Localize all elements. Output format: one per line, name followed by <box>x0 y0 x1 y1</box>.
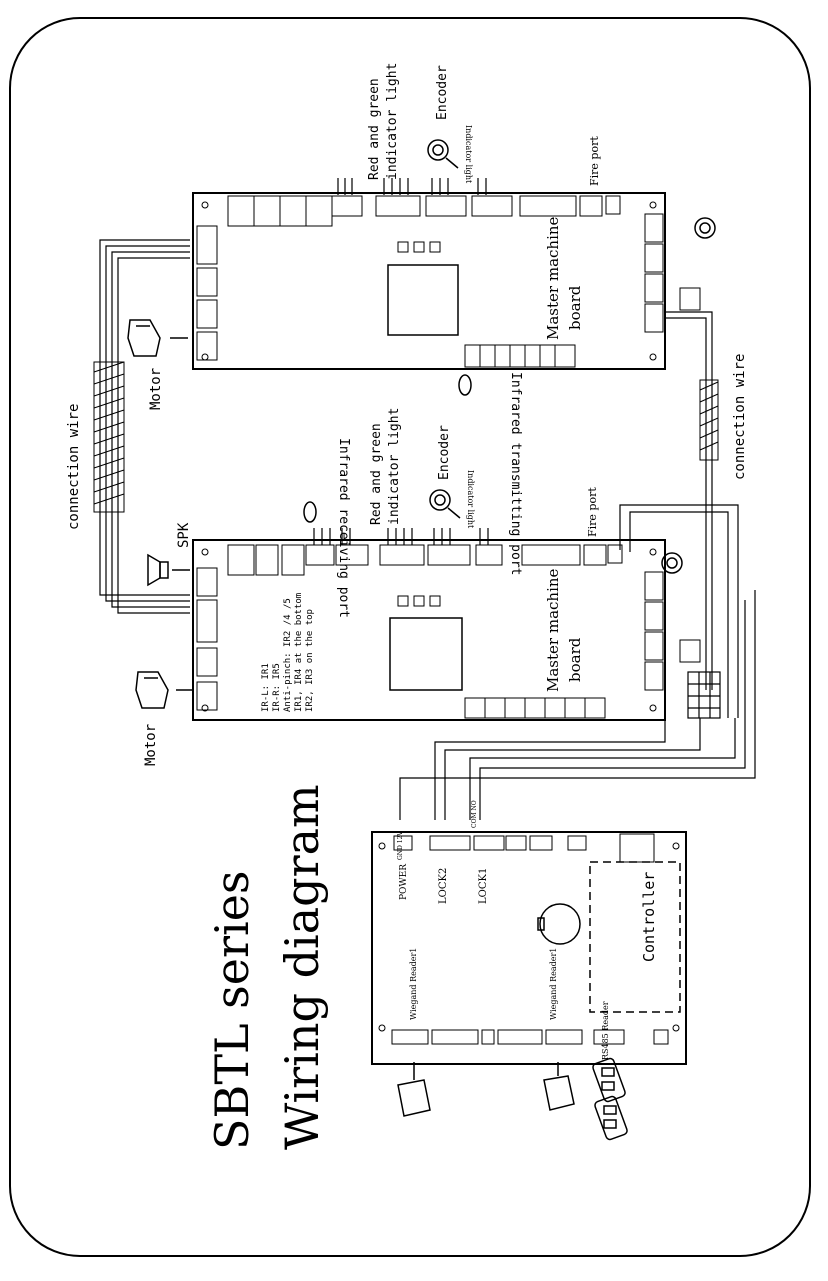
controller-bottom-connectors <box>391 1029 669 1045</box>
controller-power-label: POWER <box>399 864 409 900</box>
page-frame <box>9 17 811 1257</box>
title: SBTL series <box>205 870 259 1150</box>
upper-top-connectors <box>227 195 621 227</box>
upper-fire-port-label: Fire port <box>588 136 601 186</box>
mount-hole <box>672 1024 680 1032</box>
lower-master-board: Master machine board IR-L: IR1 IR-R: IR5… <box>192 539 666 721</box>
mount-hole <box>649 201 657 209</box>
wiegand-reader-1-icon <box>397 1062 431 1117</box>
lower-ir-receiver-icon <box>303 501 317 523</box>
controller-top-connectors <box>393 833 655 863</box>
lower-note-1: IR-L: IR1 <box>261 663 271 712</box>
upper-board-outline <box>192 192 666 370</box>
lower-capacitor-board <box>679 639 701 663</box>
upper-encoder-label: Encoder <box>435 65 450 120</box>
speaker-icon <box>147 553 190 587</box>
lower-red-green-1: Red and green <box>369 423 384 525</box>
rs485-reader-icon-2 <box>594 1095 628 1141</box>
lower-motor-label: Motor <box>143 724 159 766</box>
upper-capacitor-board <box>679 287 701 311</box>
upper-electromagnetic-icon <box>694 217 716 239</box>
upper-motor-icon <box>127 319 188 357</box>
upper-board-label-1: Master machine <box>544 216 562 340</box>
lower-board-outline <box>192 539 666 721</box>
title-line2: Wiring diagram <box>275 784 329 1150</box>
lower-board-label-2: board <box>566 637 584 682</box>
upper-red-green-1: Red and green <box>367 78 382 180</box>
mount-hole <box>378 1024 386 1032</box>
lower-right-connectors <box>644 571 664 691</box>
lower-top-connectors <box>227 544 623 576</box>
controller-board: Controller POWER LOCK2 LOCK1 Wiegand Rea… <box>371 800 687 1065</box>
controller-lock-pins: COM NO <box>471 800 478 828</box>
battery-icon <box>537 903 581 945</box>
controller-wires <box>399 504 756 820</box>
upper-board-label-2: board <box>566 285 584 330</box>
lower-fire-port-label: Fire port <box>586 487 599 537</box>
controller-wiegand2-label: Wiegand Reader1 <box>549 948 558 1020</box>
upper-red-green-2: indicator light <box>385 63 400 180</box>
lower-board-label-1: Master machine <box>544 568 562 692</box>
upper-infrared-transmitting: Infrared transmitting port <box>508 372 523 576</box>
upper-right-connectors <box>644 213 664 333</box>
controller-wiegand1-label: Wiegand Reader1 <box>409 948 418 1020</box>
mount-hole <box>649 548 657 556</box>
lower-left-connectors <box>196 567 218 711</box>
upper-encoder-icon <box>427 139 459 169</box>
upper-led-row <box>397 241 441 253</box>
controller-lock1-label: LOCK1 <box>478 868 489 904</box>
lower-note-4: IR1, IR4 at the bottom <box>294 593 304 712</box>
upper-left-connectors <box>196 225 218 361</box>
connection-wire-left-label: connection wire <box>66 404 82 530</box>
upper-motor-label: Motor <box>148 368 164 410</box>
mount-hole <box>201 353 209 361</box>
mount-hole <box>201 548 209 556</box>
controller-dashed-box <box>589 861 681 1013</box>
title-line1: SBTL series <box>205 870 259 1150</box>
upper-ir-emitter-icon <box>458 374 472 396</box>
controller-power-pins: GND 12V <box>397 831 404 860</box>
lower-connector-arrows <box>313 528 489 545</box>
controller-rs485-label: RS485 Reader <box>601 1001 610 1060</box>
lower-bottom-connectors <box>464 697 606 719</box>
upper-chip <box>387 264 459 336</box>
upper-connector-arrows <box>337 178 487 195</box>
right-wire-hatch <box>699 379 719 461</box>
lower-led-row <box>397 595 441 607</box>
lower-chip <box>389 617 463 691</box>
lower-encoder-label: Encoder <box>437 425 452 480</box>
connection-wire-right-label: connection wire <box>732 354 748 480</box>
lower-red-green-2: indicator light <box>387 408 402 525</box>
left-connection-wire <box>99 239 190 614</box>
mount-hole <box>649 353 657 361</box>
right-connection-wire <box>665 311 713 690</box>
lower-indicator-light-label: Indicator light <box>466 470 475 529</box>
controller-outline <box>371 831 687 1065</box>
lower-encoder-icon <box>429 489 461 519</box>
controller-label: Controller <box>640 872 658 962</box>
left-wire-hatch <box>93 361 125 513</box>
lower-note-2: IR-R: IR5 <box>272 663 282 712</box>
lower-electromagnetic-icon <box>661 552 683 574</box>
mount-hole <box>672 842 680 850</box>
mount-hole <box>649 704 657 712</box>
spk-label: SPK <box>176 522 192 548</box>
lower-note-3: Anti-pinch: IR2 /4 /5 <box>283 598 293 712</box>
mount-hole <box>201 704 209 712</box>
upper-indicator-light-label: Indicator light <box>464 125 473 184</box>
power-supply-icon <box>687 671 721 719</box>
upper-ir-connectors <box>464 344 576 368</box>
controller-lock2-label: LOCK2 <box>438 868 449 904</box>
lower-note-5: IR2, IR3 on the top <box>305 609 315 712</box>
mount-hole <box>201 201 209 209</box>
wiegand-reader-2-icon <box>543 1062 575 1111</box>
lower-motor-icon <box>135 671 192 709</box>
upper-master-board: Master machine board <box>192 192 666 370</box>
mount-hole <box>378 842 386 850</box>
lower-infrared-receiving: Infrared receiving port <box>336 438 351 618</box>
